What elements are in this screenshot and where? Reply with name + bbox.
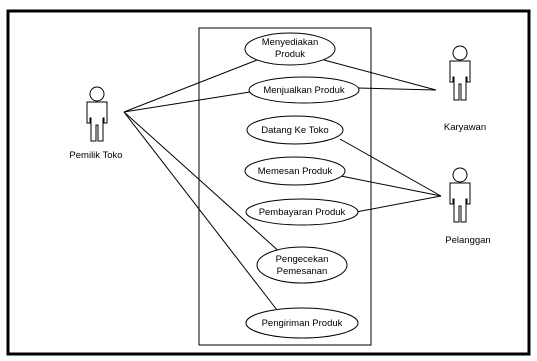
use-case-label-line: Menyediakan <box>262 37 319 48</box>
use-case-datang-ke-toko: Datang Ke Toko <box>246 115 344 145</box>
association-owner-pengecekan <box>123 111 283 255</box>
actor-label: Pelanggan <box>445 235 490 246</box>
use-case-label-line: Datang Ke Toko <box>261 125 328 136</box>
use-case-pengecekan-pemesanan: Pengecekan Pemesanan <box>256 246 348 284</box>
use-case-ellipse <box>246 115 344 145</box>
association-employee-menjualkan <box>357 87 437 91</box>
use-case-label-line: Menjualkan Produk <box>263 85 345 96</box>
use-case-label-line: Pembayaran Produk <box>259 207 346 218</box>
use-case-ellipse <box>244 156 346 186</box>
association-owner-menyediakan <box>123 59 258 113</box>
use-case-pembayaran-produk: Pembayaran Produk <box>245 198 359 226</box>
use-case-ellipse <box>245 307 359 339</box>
association-customer-pembayaran <box>355 195 442 213</box>
use-case-label-line: Pengecekan <box>276 254 329 265</box>
system-boundary <box>198 27 372 346</box>
use-case-memesan-produk: Memesan Produk <box>244 156 346 186</box>
actor-label: Karyawan <box>444 122 486 133</box>
association-employee-menyediakan <box>323 59 437 91</box>
use-case-menjualkan-produk: Menjualkan Produk <box>248 76 360 104</box>
association-owner-menjualkan <box>123 91 251 113</box>
actor-pelanggan: Pelanggan <box>445 167 491 246</box>
association-customer-memesan <box>340 175 442 197</box>
actor-stick-figure-icon <box>86 86 108 142</box>
use-case-label-line: Pengiriman Produk <box>262 318 343 329</box>
use-case-ellipse <box>244 32 336 66</box>
outer-frame <box>6 9 531 356</box>
use-case-pengiriman-produk: Pengiriman Produk <box>245 307 359 339</box>
use-case-ellipse <box>256 246 348 284</box>
actor-stick-figure-icon <box>449 167 471 223</box>
use-case-ellipse <box>245 198 359 226</box>
actor-karyawan: Karyawan <box>444 45 486 133</box>
use-case-ellipse <box>248 76 360 104</box>
actor-stick-figure-icon <box>449 45 471 101</box>
use-case-label-line: Memesan Produk <box>258 166 333 177</box>
use-case-label-line: Produk <box>275 49 305 60</box>
actor-label: Pemilik Toko <box>69 150 122 161</box>
use-case-menyediakan-produk: Menyediakan Produk <box>244 32 336 66</box>
association-owner-pengiriman <box>123 111 278 311</box>
actor-pemilik-toko: Pemilik Toko <box>69 86 123 161</box>
associations <box>123 59 442 311</box>
use-case-label-line: Pemesanan <box>277 266 328 277</box>
association-customer-datang <box>339 138 442 197</box>
